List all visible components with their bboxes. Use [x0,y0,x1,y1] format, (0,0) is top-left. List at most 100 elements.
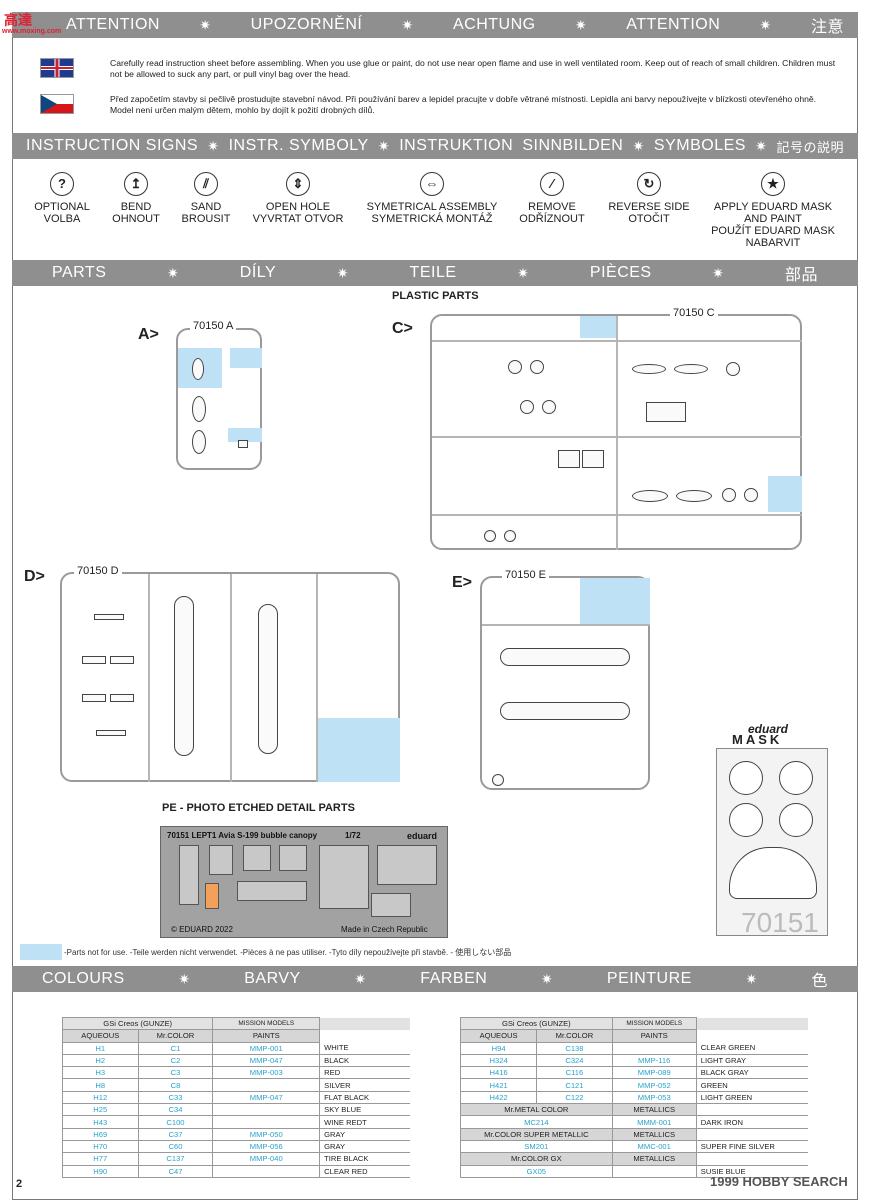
part [192,396,206,422]
warning-cz: Před započetím stavby si pečlivě prostud… [40,94,840,116]
pe-part [209,845,233,875]
sign-optional: ? OPTIONAL VOLBA [30,172,94,225]
fuselage-half [174,596,194,756]
part [110,656,134,664]
pe-copyright: © EDUARD 2022 [171,925,233,934]
part [632,490,668,502]
watermark-logo: 高達 [4,12,32,28]
sign-reverse: ↻ REVERSE SIDE OTOČIT [602,172,696,225]
remove-icon: ⁄ [540,172,564,196]
part [676,490,712,502]
sprue-c [430,314,802,550]
part [582,450,604,468]
not-for-use-text: -Parts not for use. -Teile werden nicht … [64,948,512,957]
pe-scale: 1/72 [345,831,361,840]
paint-row: GX05 SUSIE BLUE [460,1164,808,1178]
star-icon: ✷ [354,970,367,987]
attention-word: UPOZORNĚNÍ [250,16,363,33]
part [96,730,126,736]
signs-word: INSTRUKTION [399,137,514,154]
sign-open-hole: ⇕ OPEN HOLE VYVRTAT OTVOR [248,172,348,225]
part [542,400,556,414]
star-icon: ✷ [759,16,772,33]
part [520,400,534,414]
star-icon: ✷ [541,970,554,987]
pe-part [243,845,271,871]
pe-part [205,883,219,909]
part [82,656,106,664]
part [192,430,206,454]
star-icon: ✷ [745,970,758,987]
star-icon: ✷ [377,137,391,154]
part [726,362,740,376]
pe-title: PE - PHOTO ETCHED DETAIL PARTS [162,802,355,814]
part [722,488,736,502]
star-icon: ✷ [574,16,588,33]
part [110,694,134,702]
sign-mask: ★ APPLY EDUARD MASK AND PAINT POUŽÍT EDU… [710,172,836,249]
sprue-e-code: 70150 E [502,569,549,581]
warning-cz-text: Před započetím stavby si pečlivě prostud… [110,94,817,115]
cz-flag-icon [40,94,74,114]
signs-word: INSTRUCTION SIGNS [26,137,199,154]
plastic-parts-title: PLASTIC PARTS [392,290,479,302]
pe-brand: eduard [407,831,438,841]
star-icon: ✷ [178,970,191,987]
part [94,614,124,620]
bend-icon: ↥ [124,172,148,196]
pe-part [279,845,307,871]
part [504,530,516,542]
sprue-c-label: C> [392,320,413,337]
sprue-c-code: 70150 C [670,307,718,319]
star-icon: ✷ [166,264,180,281]
pe-plate-name: 70151 LEPT1 Avia S-199 bubble canopy [167,831,318,840]
part [508,360,522,374]
pe-made-in: Made in Czech Republic [341,925,428,934]
mask-wheel [729,803,763,837]
paint-table-left: GSi Creos (GUNZE) MISSION MODELS AQUEOUS… [61,1016,410,1178]
mask-word: MASK [732,732,783,747]
mask-star-icon: ★ [761,172,785,196]
sprue-d-code: 70150 D [74,565,122,577]
instruction-signs-bar: INSTRUCTION SIGNS ✷ INSTR. SYMBOLY ✷ INS… [12,133,858,159]
sprue-d [60,572,400,782]
colours-bar: COLOURS ✷ BARVY ✷ FARBEN ✷ PEINTURE ✷ 色 [12,966,858,992]
sign-remove: ⁄ REMOVE ODŘÍZNOUT [510,172,594,225]
attention-word: ATTENTION [66,16,160,33]
mask-wheel [779,761,813,795]
instruction-signs: ? OPTIONAL VOLBA ↥ BEND OHNOUT ⫽ SAND BR… [20,172,850,252]
part [192,358,204,380]
pe-fret: 70151 LEPT1 Avia S-199 bubble canopy 1/7… [160,826,448,938]
paint-table-right: GSi Creos (GUNZE) MISSION MODELS AQUEOUS… [459,1016,808,1178]
fuselage-half [500,702,630,720]
parts-bar: PARTS ✷ DÍLY ✷ TEILE ✷ PIÈCES ✷ 部品 [12,260,858,286]
mask-wheel [779,803,813,837]
part [646,402,686,422]
fuselage-half [500,648,630,666]
pe-part [371,893,411,917]
symmetrical-icon: ⇔ [420,172,444,196]
sprue-e [480,576,650,790]
attention-bar: ATTENTION ✷ UPOZORNĚNÍ ✷ ACHTUNG ✷ ATTEN… [12,12,858,38]
pe-part [377,845,437,885]
sand-icon: ⫽ [194,172,218,196]
sign-symmetrical: ⇔ SYMETRICAL ASSEMBLY SYMETRICKÁ MONTÁŽ [364,172,500,225]
part [744,488,758,502]
attention-word: 注意 [810,19,844,36]
signs-word: SINNBILDEN [522,137,624,154]
open-hole-icon: ⇕ [286,172,310,196]
page-number: 2 [16,1178,23,1190]
star-icon: ✷ [712,264,725,281]
star-icon: ✷ [199,16,212,33]
paint-row: MC214 MMM-001 DARK IRON [460,1115,808,1129]
pe-part [319,845,369,909]
